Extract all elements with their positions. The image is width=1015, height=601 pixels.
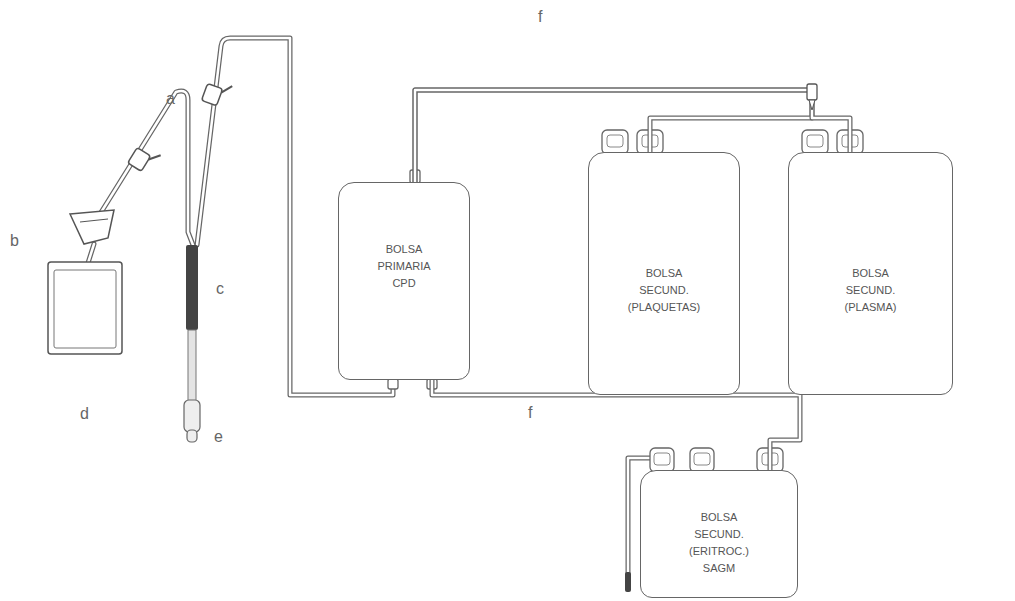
- bag-label: BOLSA PRIMARIA CPD: [369, 241, 439, 292]
- sample-pouch-inner: [54, 270, 116, 348]
- tube: [88, 244, 94, 263]
- tube: [100, 91, 193, 245]
- needle-cap-tip: [187, 430, 197, 442]
- bag-label: BOLSA SECUND. (PLAQUETAS): [624, 265, 704, 316]
- tube-set: [88, 38, 662, 574]
- sealed-tube-end: [625, 572, 631, 592]
- y-connector: [807, 84, 817, 100]
- clamp-b: [128, 143, 161, 176]
- sample-holder: [70, 210, 114, 244]
- callout-letter: d: [80, 405, 89, 423]
- blood-bag: BOLSA SECUND. (ERITROC.) SAGM: [640, 470, 798, 598]
- y-connector-tip: [809, 100, 815, 110]
- callout-letter: e: [214, 428, 223, 446]
- callout-letter: f: [538, 8, 542, 26]
- sample-holder-rim: [80, 219, 108, 222]
- blood-bag: BOLSA PRIMARIA CPD: [338, 182, 470, 380]
- callout-letter: f: [528, 404, 532, 422]
- bag-label: BOLSA SECUND. (PLASMA): [831, 265, 911, 316]
- needle-tube: [188, 330, 196, 402]
- callout-letter: b: [10, 232, 19, 250]
- blood-bag: BOLSA SECUND. (PLAQUETAS): [588, 152, 740, 395]
- bag-label: BOLSA SECUND. (ERITROC.) SAGM: [679, 509, 759, 577]
- needle-cap: [184, 400, 200, 432]
- tube: [100, 91, 193, 245]
- sample-pouch: [48, 262, 122, 354]
- callout-letter: a: [166, 90, 175, 108]
- clamp-a: [201, 78, 232, 109]
- protector-segment: [186, 245, 198, 330]
- tube: [88, 244, 94, 263]
- callout-letter: c: [216, 280, 224, 298]
- blood-bag: BOLSA SECUND. (PLASMA): [788, 152, 953, 395]
